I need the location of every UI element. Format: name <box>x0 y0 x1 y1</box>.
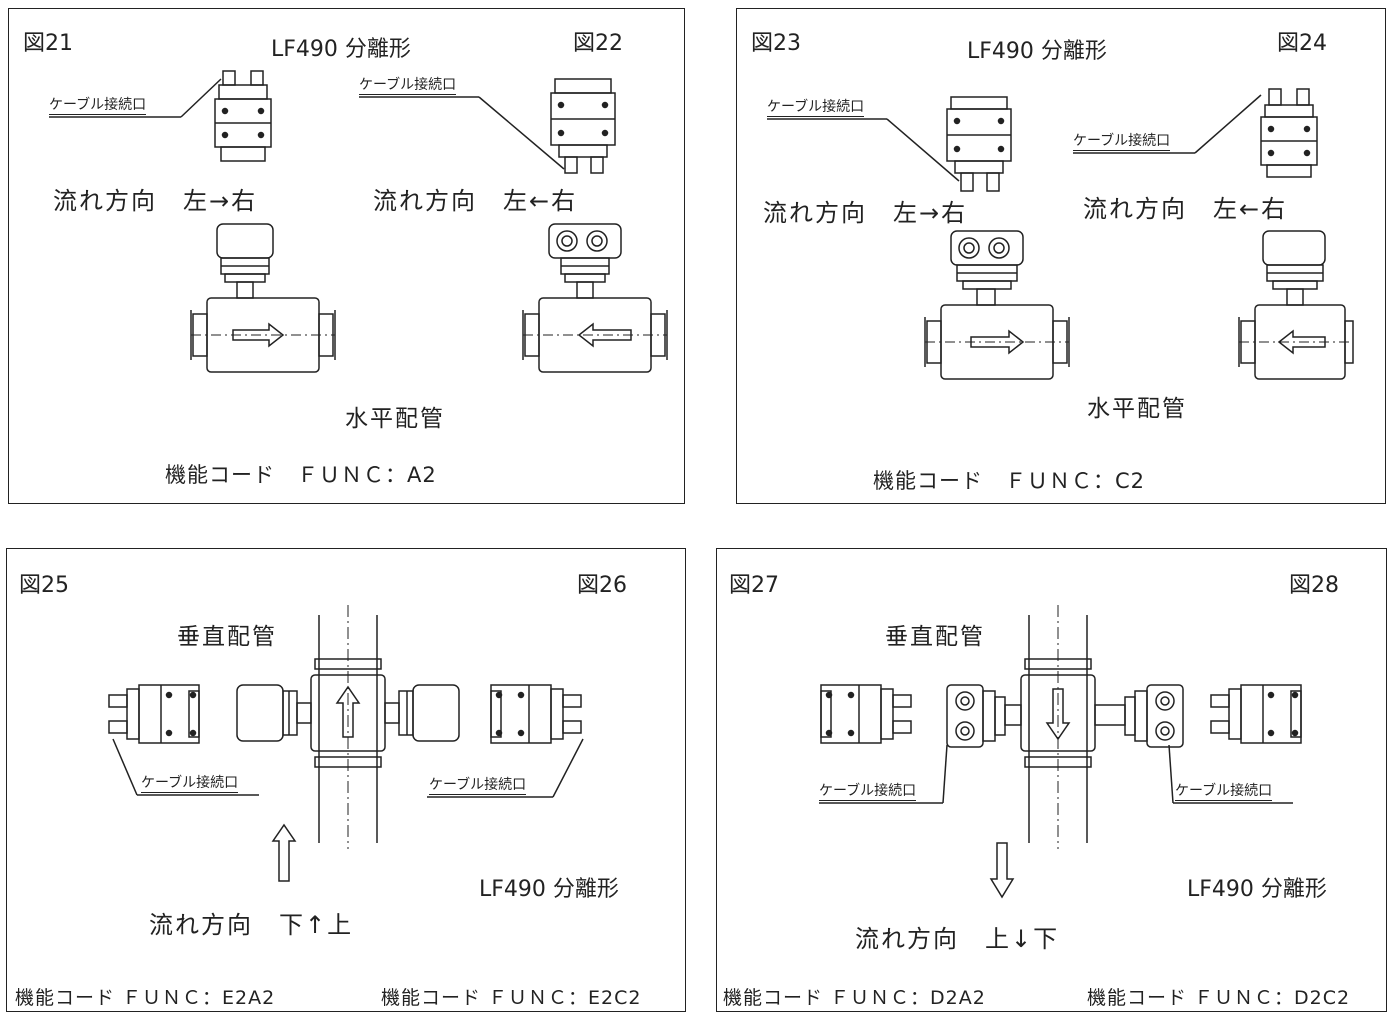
converter-ports-down <box>551 79 615 173</box>
figure-number-left: 図25 <box>19 573 69 598</box>
function-code-left: 機能コード ＦＵＮＣ：D2A2 <box>723 987 986 1009</box>
panel-fig27-28: 図27 図28 垂直配管 ケーブル接続口 ケーブル接続口 LF490 分離形 流… <box>716 548 1387 1012</box>
panel1-drawing <box>9 9 686 505</box>
panel2-drawing <box>737 9 1387 505</box>
figure-number-right: 図26 <box>577 573 627 598</box>
piping-orientation: 水平配管 <box>1087 396 1187 422</box>
converter-ports-up <box>215 71 271 161</box>
model-title: LF490 分離形 <box>271 37 411 62</box>
model-title: LF490 分離形 <box>967 39 1107 64</box>
cable-port-label-right: ケーブル接続口 <box>429 777 527 795</box>
cable-port-label-left: ケーブル接続口 <box>767 99 865 117</box>
function-code-right: 機能コード ＦＵＮＣ：E2C2 <box>381 987 642 1009</box>
figure-number-left: 図21 <box>23 31 73 56</box>
panel4-drawing <box>717 549 1388 1013</box>
panel-fig23-24: 図23 図24 LF490 分離形 ケーブル接続口 ケーブル接続口 流れ方向 左… <box>736 8 1386 504</box>
cable-port-label-right: ケーブル接続口 <box>1073 133 1171 151</box>
converter-ports-down <box>947 97 1011 191</box>
figure-number-left: 図23 <box>751 31 801 56</box>
flow-direction-left: 流れ方向 左→右 <box>763 199 968 227</box>
panel-fig25-26: 図25 図26 垂直配管 ケーブル接続口 ケーブル接続口 LF490 分離形 流… <box>6 548 686 1012</box>
piping-orientation: 垂直配管 <box>885 624 985 650</box>
flowmeter-left-arrow <box>1239 231 1353 379</box>
function-code-right: 機能コード ＦＵＮＣ：D2C2 <box>1087 987 1351 1009</box>
piping-orientation: 垂直配管 <box>177 624 277 650</box>
cable-port-label-left: ケーブル接続口 <box>141 775 239 793</box>
cable-port-label-right: ケーブル接続口 <box>1175 783 1273 801</box>
converter-ports-right <box>491 685 581 743</box>
flow-direction-right: 流れ方向 左←右 <box>373 187 578 215</box>
flowmeter-left-arrow <box>523 224 667 372</box>
figure-number-left: 図27 <box>729 573 779 598</box>
converter-ports-left <box>1211 685 1301 743</box>
cable-port-label-left: ケーブル接続口 <box>819 783 917 801</box>
panel3-drawing <box>7 549 687 1013</box>
model-title: LF490 分離形 <box>479 877 619 902</box>
piping-orientation: 水平配管 <box>345 406 445 432</box>
flow-direction-left: 流れ方向 左→右 <box>53 187 258 215</box>
flow-direction: 流れ方向 下↑上 <box>149 911 354 939</box>
cable-port-label-left: ケーブル接続口 <box>49 97 147 115</box>
converter-ports-up <box>1261 89 1317 177</box>
flowmeter-right-arrow <box>925 231 1069 379</box>
figure-number-right: 図28 <box>1289 573 1339 598</box>
figure-number-right: 図22 <box>573 31 623 56</box>
function-code: 機能コード ＦＵＮＣ：C2 <box>873 469 1146 493</box>
converter-ports-left <box>109 685 199 743</box>
flow-direction: 流れ方向 上↓下 <box>855 925 1060 953</box>
function-code-left: 機能コード ＦＵＮＣ：E2A2 <box>15 987 276 1009</box>
panel-fig21-22: 図21 図22 LF490 分離形 ケーブル接続口 ケーブル接続口 流れ方向 左… <box>8 8 685 504</box>
figure-number-right: 図24 <box>1277 31 1327 56</box>
flowmeter-right-arrow <box>191 224 335 372</box>
function-code: 機能コード ＦＵＮＣ：A2 <box>165 463 437 487</box>
model-title: LF490 分離形 <box>1187 877 1327 902</box>
cable-port-label-right: ケーブル接続口 <box>359 77 457 95</box>
converter-ports-right <box>821 685 911 743</box>
flow-direction-right: 流れ方向 左←右 <box>1083 195 1288 223</box>
